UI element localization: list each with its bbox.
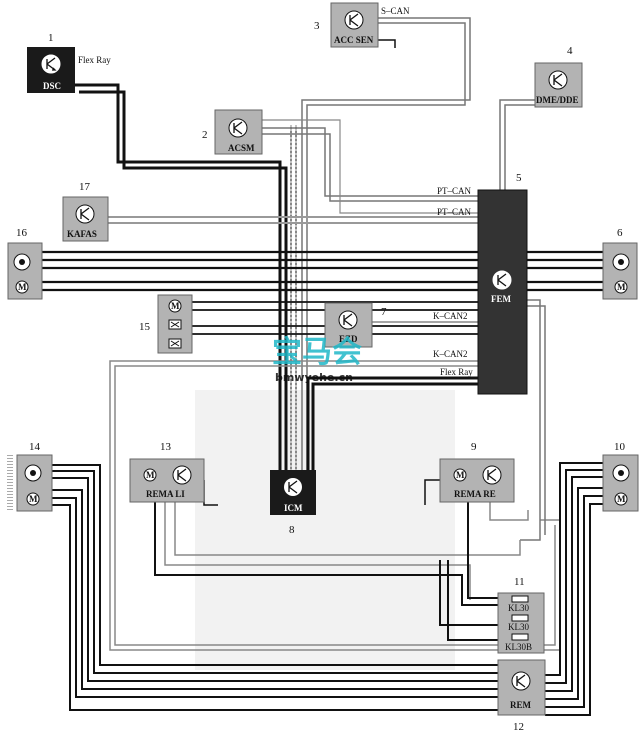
module-kafas: KAFAS 17 (62, 181, 109, 242)
module-acsm-number: 2 (202, 129, 208, 141)
module-fem: FEM 5 (477, 172, 528, 395)
unit10-rem-wires (545, 462, 603, 716)
rema-re-wires (467, 500, 529, 599)
motor-icon-10: M (617, 494, 626, 504)
watermark-logo: 宝马会 (272, 335, 362, 370)
module-acsm: ACSM 2 (202, 109, 263, 155)
module-fem-number: 5 (516, 172, 522, 184)
motor-icon-6: M (617, 282, 626, 292)
acsm-icm-wire (290, 125, 297, 470)
dme-fem-wire (499, 99, 535, 190)
fem-down-wire (520, 299, 546, 541)
bus-label-k-can2-a: K–CAN2 (433, 311, 468, 321)
watermark-url: bmwyehe.cn (275, 371, 353, 384)
rema-li-wires (154, 500, 521, 606)
module-unit6-number: 6 (617, 227, 623, 239)
module-rema-re-label: REMA RE (454, 489, 496, 499)
module-acc-sen-number: 3 (314, 20, 320, 32)
module-rema-li-number: 13 (160, 441, 172, 453)
module-dme-dde: DME/DDE 4 (534, 45, 583, 108)
kafas-fem-wire (108, 216, 478, 224)
module-rema-re: M REMA RE 9 (439, 441, 515, 503)
module-dsc: DSC 1 (27, 32, 75, 93)
module-unit14: M 14 (7, 441, 53, 512)
pt-can-up-wire (262, 119, 478, 214)
acsm-fem-wire (262, 127, 478, 202)
module-rem-label: REM (510, 700, 532, 710)
k-can2-loop-wire (109, 360, 561, 651)
motor-icon-14: M (29, 494, 38, 504)
module-acc-sen-label: ACC SEN (334, 35, 374, 45)
ground-symbol-rema-re (424, 479, 440, 505)
module-kafas-label: KAFAS (67, 229, 97, 239)
module-ezd-label: EZD (339, 334, 358, 344)
module-dme-dde-number: 4 (567, 45, 573, 57)
bus-label-flexray-fem: Flex Ray (440, 367, 473, 377)
bus-label-s-can: S–CAN (381, 6, 410, 16)
module-unit10-number: 10 (614, 441, 626, 453)
module-dme-dde-label: DME/DDE (536, 95, 579, 105)
motor-icon-15: M (171, 301, 180, 311)
module-dsc-label: DSC (43, 81, 61, 91)
fuse1-label: KL30 (508, 603, 529, 613)
module-icm-label: ICM (284, 503, 303, 513)
module-icm-number: 8 (289, 524, 295, 536)
module-ezd-number: 7 (381, 306, 387, 318)
module-fuses-number: 11 (514, 576, 525, 588)
module-rema-re-number: 9 (471, 441, 477, 453)
module-unit15-number: 15 (139, 321, 151, 333)
module-fem-label: FEM (491, 294, 512, 304)
module-dsc-number: 1 (48, 32, 54, 44)
unit14-rem-wires (46, 464, 498, 711)
background-shade (195, 390, 455, 670)
module-unit16: M 16 (7, 227, 43, 300)
motor-icon-rema-re: M (456, 470, 465, 480)
module-acsm-label: ACSM (228, 143, 255, 153)
watermark: 宝马会 bmwyehe.cn (272, 335, 362, 384)
motor-icon-16: M (18, 282, 27, 292)
module-acc-sen: ACC SEN 3 (314, 2, 379, 48)
module-kafas-number: 17 (79, 181, 91, 193)
module-unit16-number: 16 (16, 227, 28, 239)
module-rema-li-label: REMA LI (146, 489, 185, 499)
module-rem-number: 12 (513, 721, 524, 733)
module-ezd: EZD 7 (324, 302, 387, 348)
module-rem: REM 12 (497, 659, 546, 733)
motor-icon-rema-li: M (146, 470, 155, 480)
bus-label-pt-can-1: PT–CAN (437, 186, 472, 196)
flexray-fem-icm-wire (306, 376, 478, 470)
ground-symbol-acc (378, 39, 396, 48)
module-fuses: KL30 KL30 KL30B 11 (497, 576, 545, 654)
fuse2-label: KL30 (508, 622, 529, 632)
bus-label-pt-can-2: PT–CAN (437, 207, 472, 217)
module-rema-li: M REMA LI 13 (129, 441, 205, 503)
module-unit10: M 10 (602, 441, 639, 512)
bus-label-flexray-top: Flex Ray (78, 55, 111, 65)
fuse-wires (439, 560, 498, 641)
module-icm: ICM 8 (270, 470, 316, 536)
module-unit14-number: 14 (29, 441, 41, 453)
module-unit6: M 6 (602, 227, 638, 300)
bus-label-k-can2-b: K–CAN2 (433, 349, 468, 359)
module-unit15: M 15 (139, 294, 193, 354)
fuse3-label: KL30B (505, 642, 532, 652)
